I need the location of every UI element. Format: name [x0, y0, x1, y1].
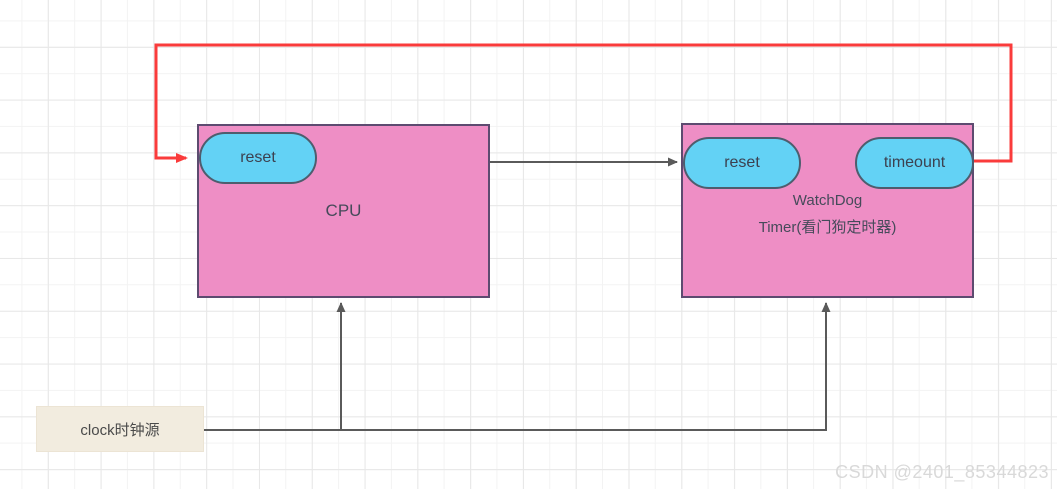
edge-clock-to-watchdog [204, 302, 831, 431]
watchdog-node: reset timeount WatchDog Timer(看门狗定时器) [681, 123, 974, 298]
watchdog-subtitle: Timer(看门狗定时器) [758, 219, 897, 236]
edge-clock-to-cpu [204, 302, 346, 431]
watchdog-title: WatchDog [792, 192, 863, 209]
watchdog-timeout-port-label: timeount [883, 154, 946, 171]
clock-source-node: clock时钟源 [36, 406, 204, 452]
watchdog-reset-port: reset [683, 137, 801, 189]
cpu-reset-port: reset [199, 132, 317, 184]
cpu-node: reset CPU [197, 124, 490, 298]
cpu-node-label: CPU [325, 201, 362, 220]
cpu-reset-port-label: reset [240, 149, 276, 166]
watchdog-timeout-port: timeount [855, 137, 974, 189]
clock-source-label: clock时钟源 [80, 421, 160, 439]
watchdog-node-label: WatchDog Timer(看门狗定时器) [683, 187, 972, 241]
csdn-watermark: CSDN @2401_85344823 [835, 462, 1049, 482]
watchdog-reset-port-label: reset [724, 154, 760, 171]
